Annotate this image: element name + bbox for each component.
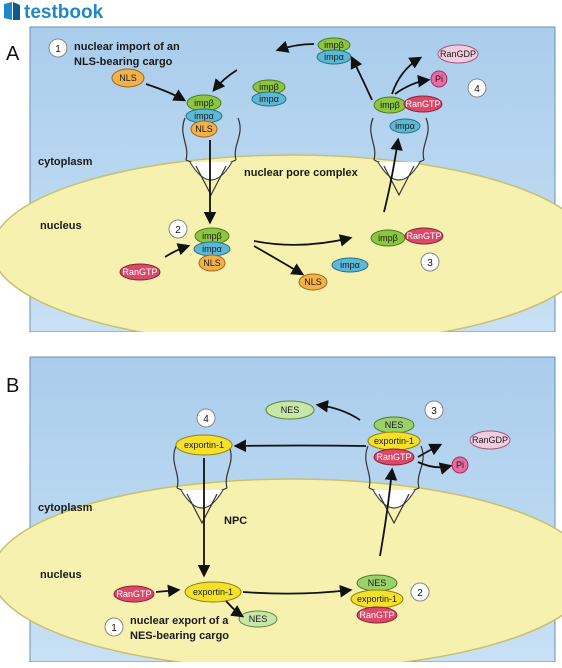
testbook-logo xyxy=(4,2,20,20)
panel-a-import-complex-nucleus: impβ impα NLS xyxy=(193,227,231,272)
panel-b-title-line1: nuclear export of a xyxy=(130,615,229,627)
svg-text:NLS: NLS xyxy=(203,258,221,268)
panel-b-step2-marker xyxy=(410,582,430,602)
panel-b-step1-marker xyxy=(104,617,124,637)
panel-a-nls-free xyxy=(111,68,145,88)
panel-a-title-line1: nuclear import of an xyxy=(74,41,180,53)
svg-text:exportin-1: exportin-1 xyxy=(374,436,414,446)
panel-a-step2-marker xyxy=(168,219,188,239)
panel-a-rangdp xyxy=(437,44,479,64)
svg-text:impα: impα xyxy=(395,121,415,131)
svg-text:NLS: NLS xyxy=(304,277,322,287)
panel-b-npc-label: NPC xyxy=(224,515,247,527)
svg-text:impβ: impβ xyxy=(380,100,400,110)
svg-text:1: 1 xyxy=(111,623,117,634)
svg-text:Pi: Pi xyxy=(435,74,443,84)
panel-b-title-line2: NES-bearing cargo xyxy=(130,630,229,642)
panel-a-arrows xyxy=(145,40,431,276)
panel-a-npc-label: nuclear pore complex xyxy=(244,167,359,179)
svg-text:RanGTP: RanGTP xyxy=(406,231,441,241)
svg-text:impβ: impβ xyxy=(259,82,279,92)
svg-text:impα: impα xyxy=(324,52,344,62)
svg-text:impβ: impβ xyxy=(194,98,214,108)
panel-a-nucleus-label: nucleus xyxy=(40,220,82,232)
panel-b-nucleus-label: nucleus xyxy=(40,569,82,581)
panel-a-nucleus xyxy=(0,154,562,346)
panel-b-export-complex-top: NES exportin-1 RanGTP xyxy=(367,416,421,466)
panel-b-step4-marker xyxy=(196,408,216,428)
svg-text:exportin-1: exportin-1 xyxy=(193,587,233,597)
panel-a-nls-nucleus xyxy=(298,273,328,291)
svg-text:exportin-1: exportin-1 xyxy=(184,440,224,450)
brand-name: testbook xyxy=(24,2,104,23)
panel-a-cytoplasm-label: cytoplasm xyxy=(38,156,93,168)
panel-a-importin-dimer-mid: impβ impα xyxy=(251,79,287,107)
panel-b-pore-right xyxy=(365,445,424,525)
svg-text:impα: impα xyxy=(340,260,360,270)
svg-text:NES: NES xyxy=(249,614,268,624)
svg-text:2: 2 xyxy=(417,588,423,599)
svg-text:RanGTP: RanGTP xyxy=(359,610,394,620)
svg-text:impα: impα xyxy=(202,244,222,254)
panel-a-title-line2: NLS-bearing cargo xyxy=(74,56,173,68)
panel-a-step1-num: 1 xyxy=(55,44,61,55)
svg-text:NLS: NLS xyxy=(195,124,213,134)
svg-text:RanGTP: RanGTP xyxy=(122,267,157,277)
panel-a-letter: A xyxy=(6,43,20,65)
svg-text:impα: impα xyxy=(259,94,279,104)
panel-a-pi xyxy=(430,70,448,88)
svg-text:NLS: NLS xyxy=(119,73,137,83)
panel-b-letter: B xyxy=(6,375,19,397)
panel-a-export-complex-top: impβ RanGTP impα xyxy=(373,95,443,134)
panel-a-pore-right xyxy=(370,117,429,197)
svg-text:2: 2 xyxy=(175,225,181,236)
svg-text:NES: NES xyxy=(368,578,387,588)
panel-b-exportin-nucleus xyxy=(184,581,242,603)
panel-b-step3-marker xyxy=(424,400,444,420)
svg-text:4: 4 xyxy=(203,414,209,425)
panel-b-rangtp-free xyxy=(113,585,155,603)
panel-b-arrows xyxy=(155,400,453,618)
panel-b-rangdp xyxy=(469,430,511,450)
svg-text:RanGTP: RanGTP xyxy=(405,99,440,109)
svg-text:4: 4 xyxy=(474,84,480,95)
panel-a-step3-marker xyxy=(420,252,440,272)
svg-text:3: 3 xyxy=(431,406,437,417)
svg-text:impβ: impβ xyxy=(378,233,398,243)
panel-b-pore-left xyxy=(173,445,232,525)
svg-text:impα: impα xyxy=(194,111,214,121)
svg-text:NES: NES xyxy=(385,420,404,430)
panel-b-export-complex-nucleus: NES exportin-1 RanGTP xyxy=(350,574,404,624)
svg-text:exportin-1: exportin-1 xyxy=(357,594,397,604)
panel-b-nes-nucleus xyxy=(238,610,278,628)
panel-b-nucleus xyxy=(0,478,562,668)
panel-b-exportin-free-top xyxy=(175,434,233,456)
panel-b-nes-free-top xyxy=(265,400,315,420)
panel-a-impa-nucleus xyxy=(331,257,369,273)
panel-a-import-complex-top: impβ impα NLS xyxy=(185,94,223,138)
panel-a-impb-rangtp-nucleus: impβ RanGTP xyxy=(370,227,444,247)
panel-a-step1-marker xyxy=(48,38,68,58)
svg-text:NES: NES xyxy=(281,405,300,415)
svg-text:impβ: impβ xyxy=(202,231,222,241)
panel-a-step4-marker xyxy=(467,78,487,98)
svg-text:Pi: Pi xyxy=(456,460,464,470)
svg-text:RanGDP: RanGDP xyxy=(440,49,476,59)
svg-text:RanGTP: RanGTP xyxy=(376,452,411,462)
panel-b-cytoplasm-label: cytoplasm xyxy=(38,502,93,514)
svg-text:RanGTP: RanGTP xyxy=(116,589,151,599)
svg-text:RanGDP: RanGDP xyxy=(472,435,508,445)
svg-text:impβ: impβ xyxy=(324,40,344,50)
panel-a-pore-left xyxy=(182,117,241,197)
panel-a-rangtp-free xyxy=(119,263,161,281)
svg-text:3: 3 xyxy=(427,258,433,269)
